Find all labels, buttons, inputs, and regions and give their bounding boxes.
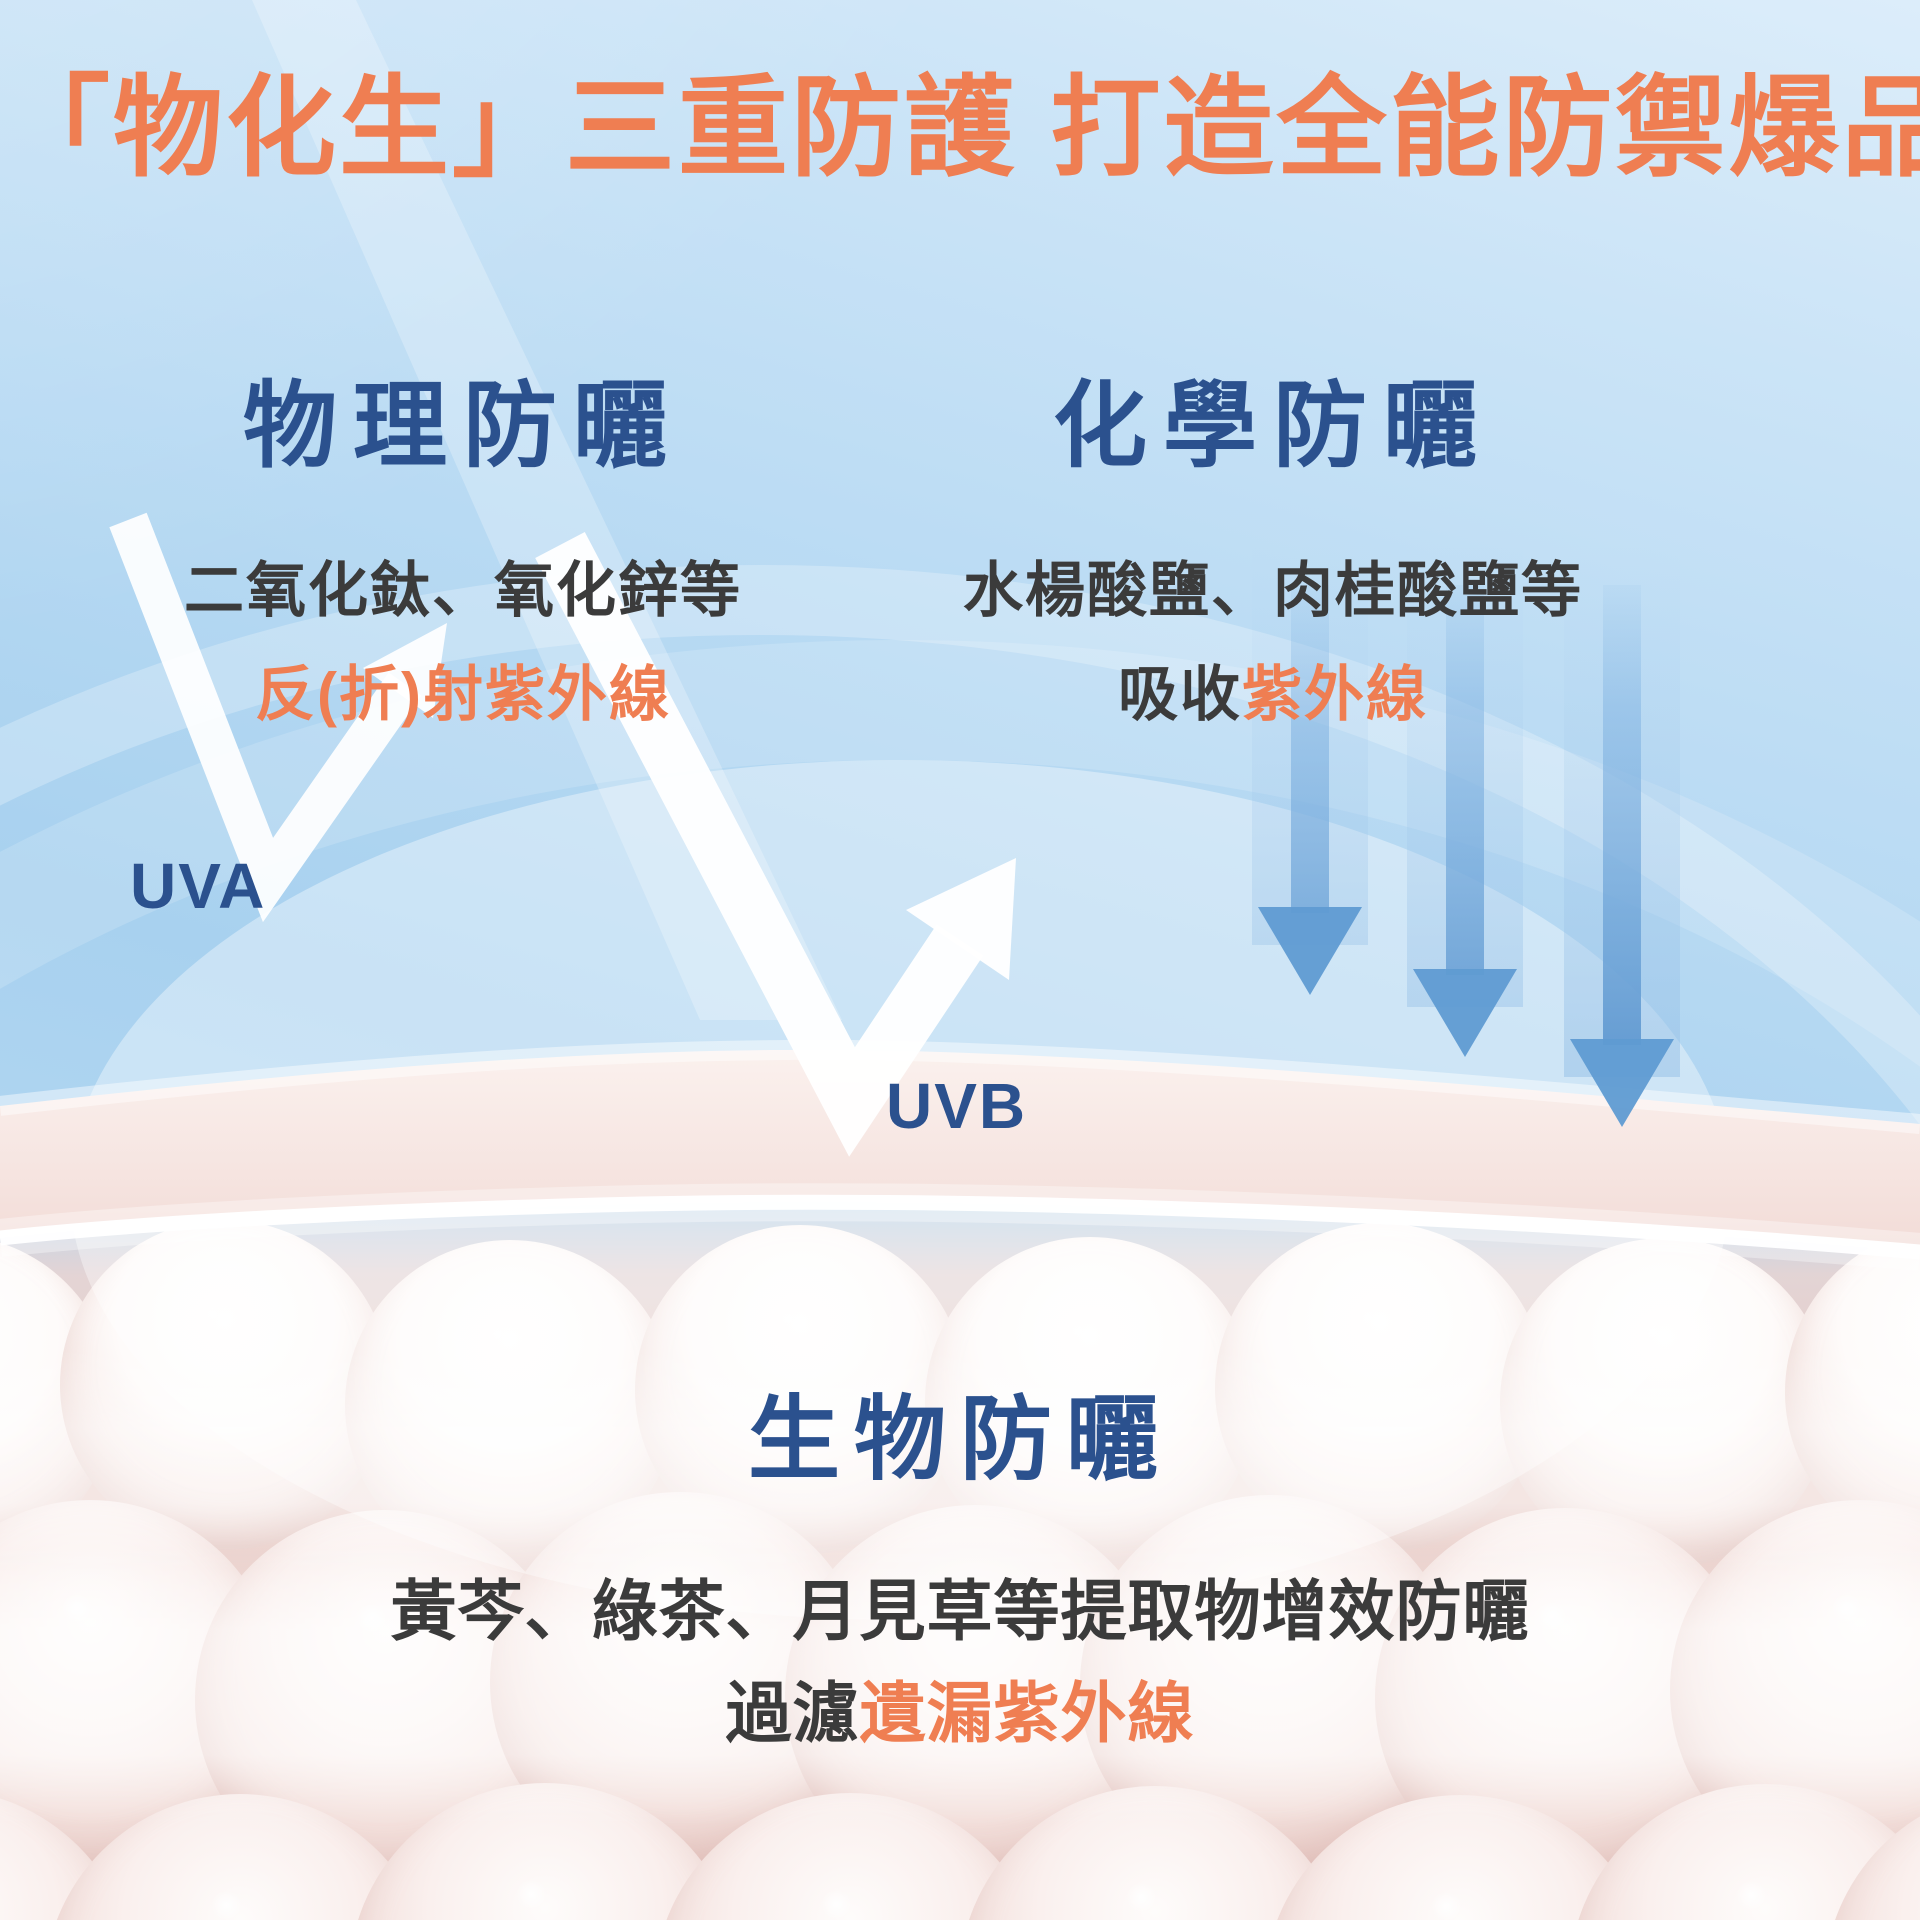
chemical-heading: 化學防曬 (1052, 373, 1493, 478)
bubble-highlight (1353, 1305, 1384, 1329)
page-title: 「物化生」三重防護 打造全能防禦爆品 (0, 67, 1920, 190)
bubble-highlight (198, 1302, 229, 1326)
bubble-highlight (1428, 1893, 1464, 1920)
bubble-highlight (818, 1891, 854, 1919)
bubble-highlight (1638, 1320, 1669, 1344)
physical-heading: 物理防曬 (242, 373, 683, 478)
bubble-highlight (773, 1307, 804, 1331)
bubble-highlight (1063, 1319, 1094, 1343)
chemical-action-prefix: 吸收 (1118, 661, 1242, 728)
bubble-highlight (208, 1892, 244, 1920)
biological-action-highlight: 遺漏紫外線 (859, 1676, 1195, 1750)
chemical-ingredients: 水楊酸鹽、肉桂酸鹽等 (963, 557, 1583, 624)
physical-action: 反(折)射紫外線 (255, 661, 671, 728)
bubble-highlight (513, 1881, 549, 1909)
uva-label: UVA (130, 850, 267, 922)
physical-ingredients: 二氧化鈦、氧化鋅等 (184, 557, 742, 624)
bubble-highlight (1123, 1884, 1159, 1912)
reflect-arrow-icon (109, 512, 1016, 1157)
bubble-highlight (483, 1322, 514, 1346)
biological-action-prefix: 過濾 (725, 1676, 860, 1750)
absorb-arrows-icon (1252, 545, 1680, 1127)
biological-ingredients: 黃芩、綠茶、月見草等提取物增效防曬 (390, 1574, 1530, 1648)
chemical-action-highlight: 紫外線 (1242, 661, 1428, 728)
uvb-label: UVB (886, 1070, 1028, 1142)
biological-action: 過濾遺漏紫外線 (0, 1676, 1920, 1752)
biological-heading: 生物防曬 (747, 1389, 1172, 1491)
bubble-highlight (1733, 1882, 1769, 1910)
chemical-action: 吸收紫外線 (928, 660, 1618, 729)
